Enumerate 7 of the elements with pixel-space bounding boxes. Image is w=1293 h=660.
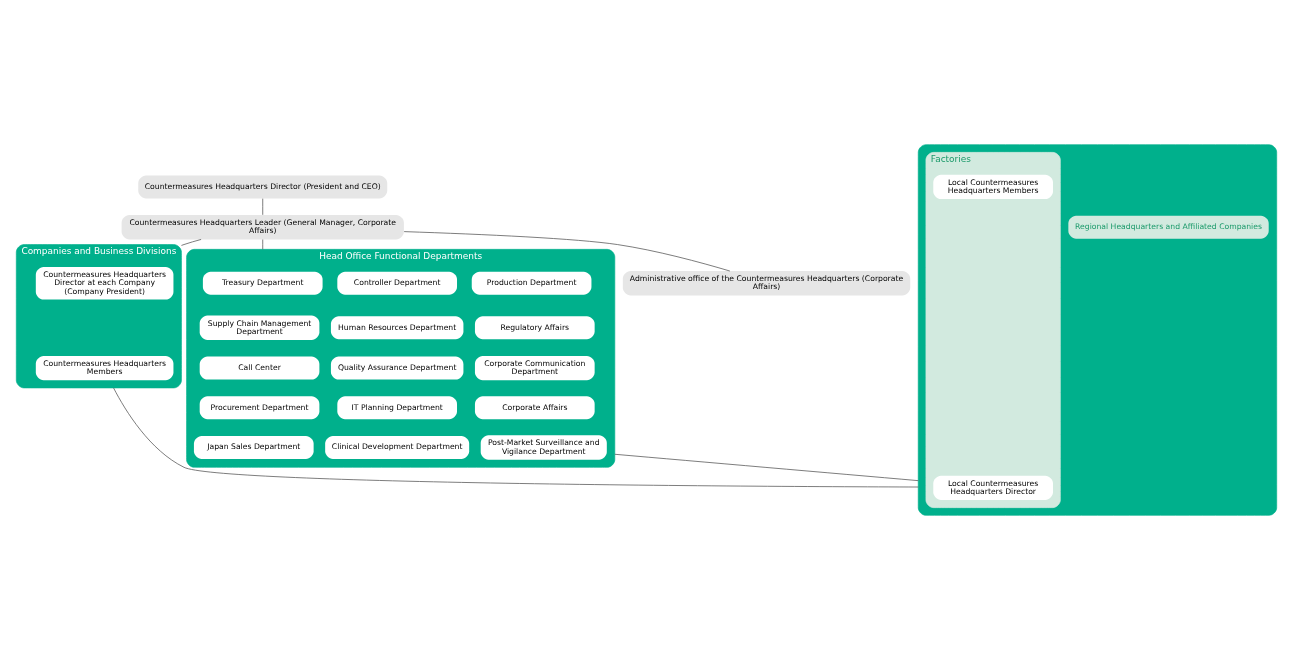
cluster: [917, 144, 1278, 516]
connector: [403, 231, 731, 272]
connector: [113, 387, 919, 488]
connector: [614, 453, 919, 482]
connector: [181, 239, 202, 246]
connector: [262, 239, 264, 250]
connector: [262, 198, 264, 216]
